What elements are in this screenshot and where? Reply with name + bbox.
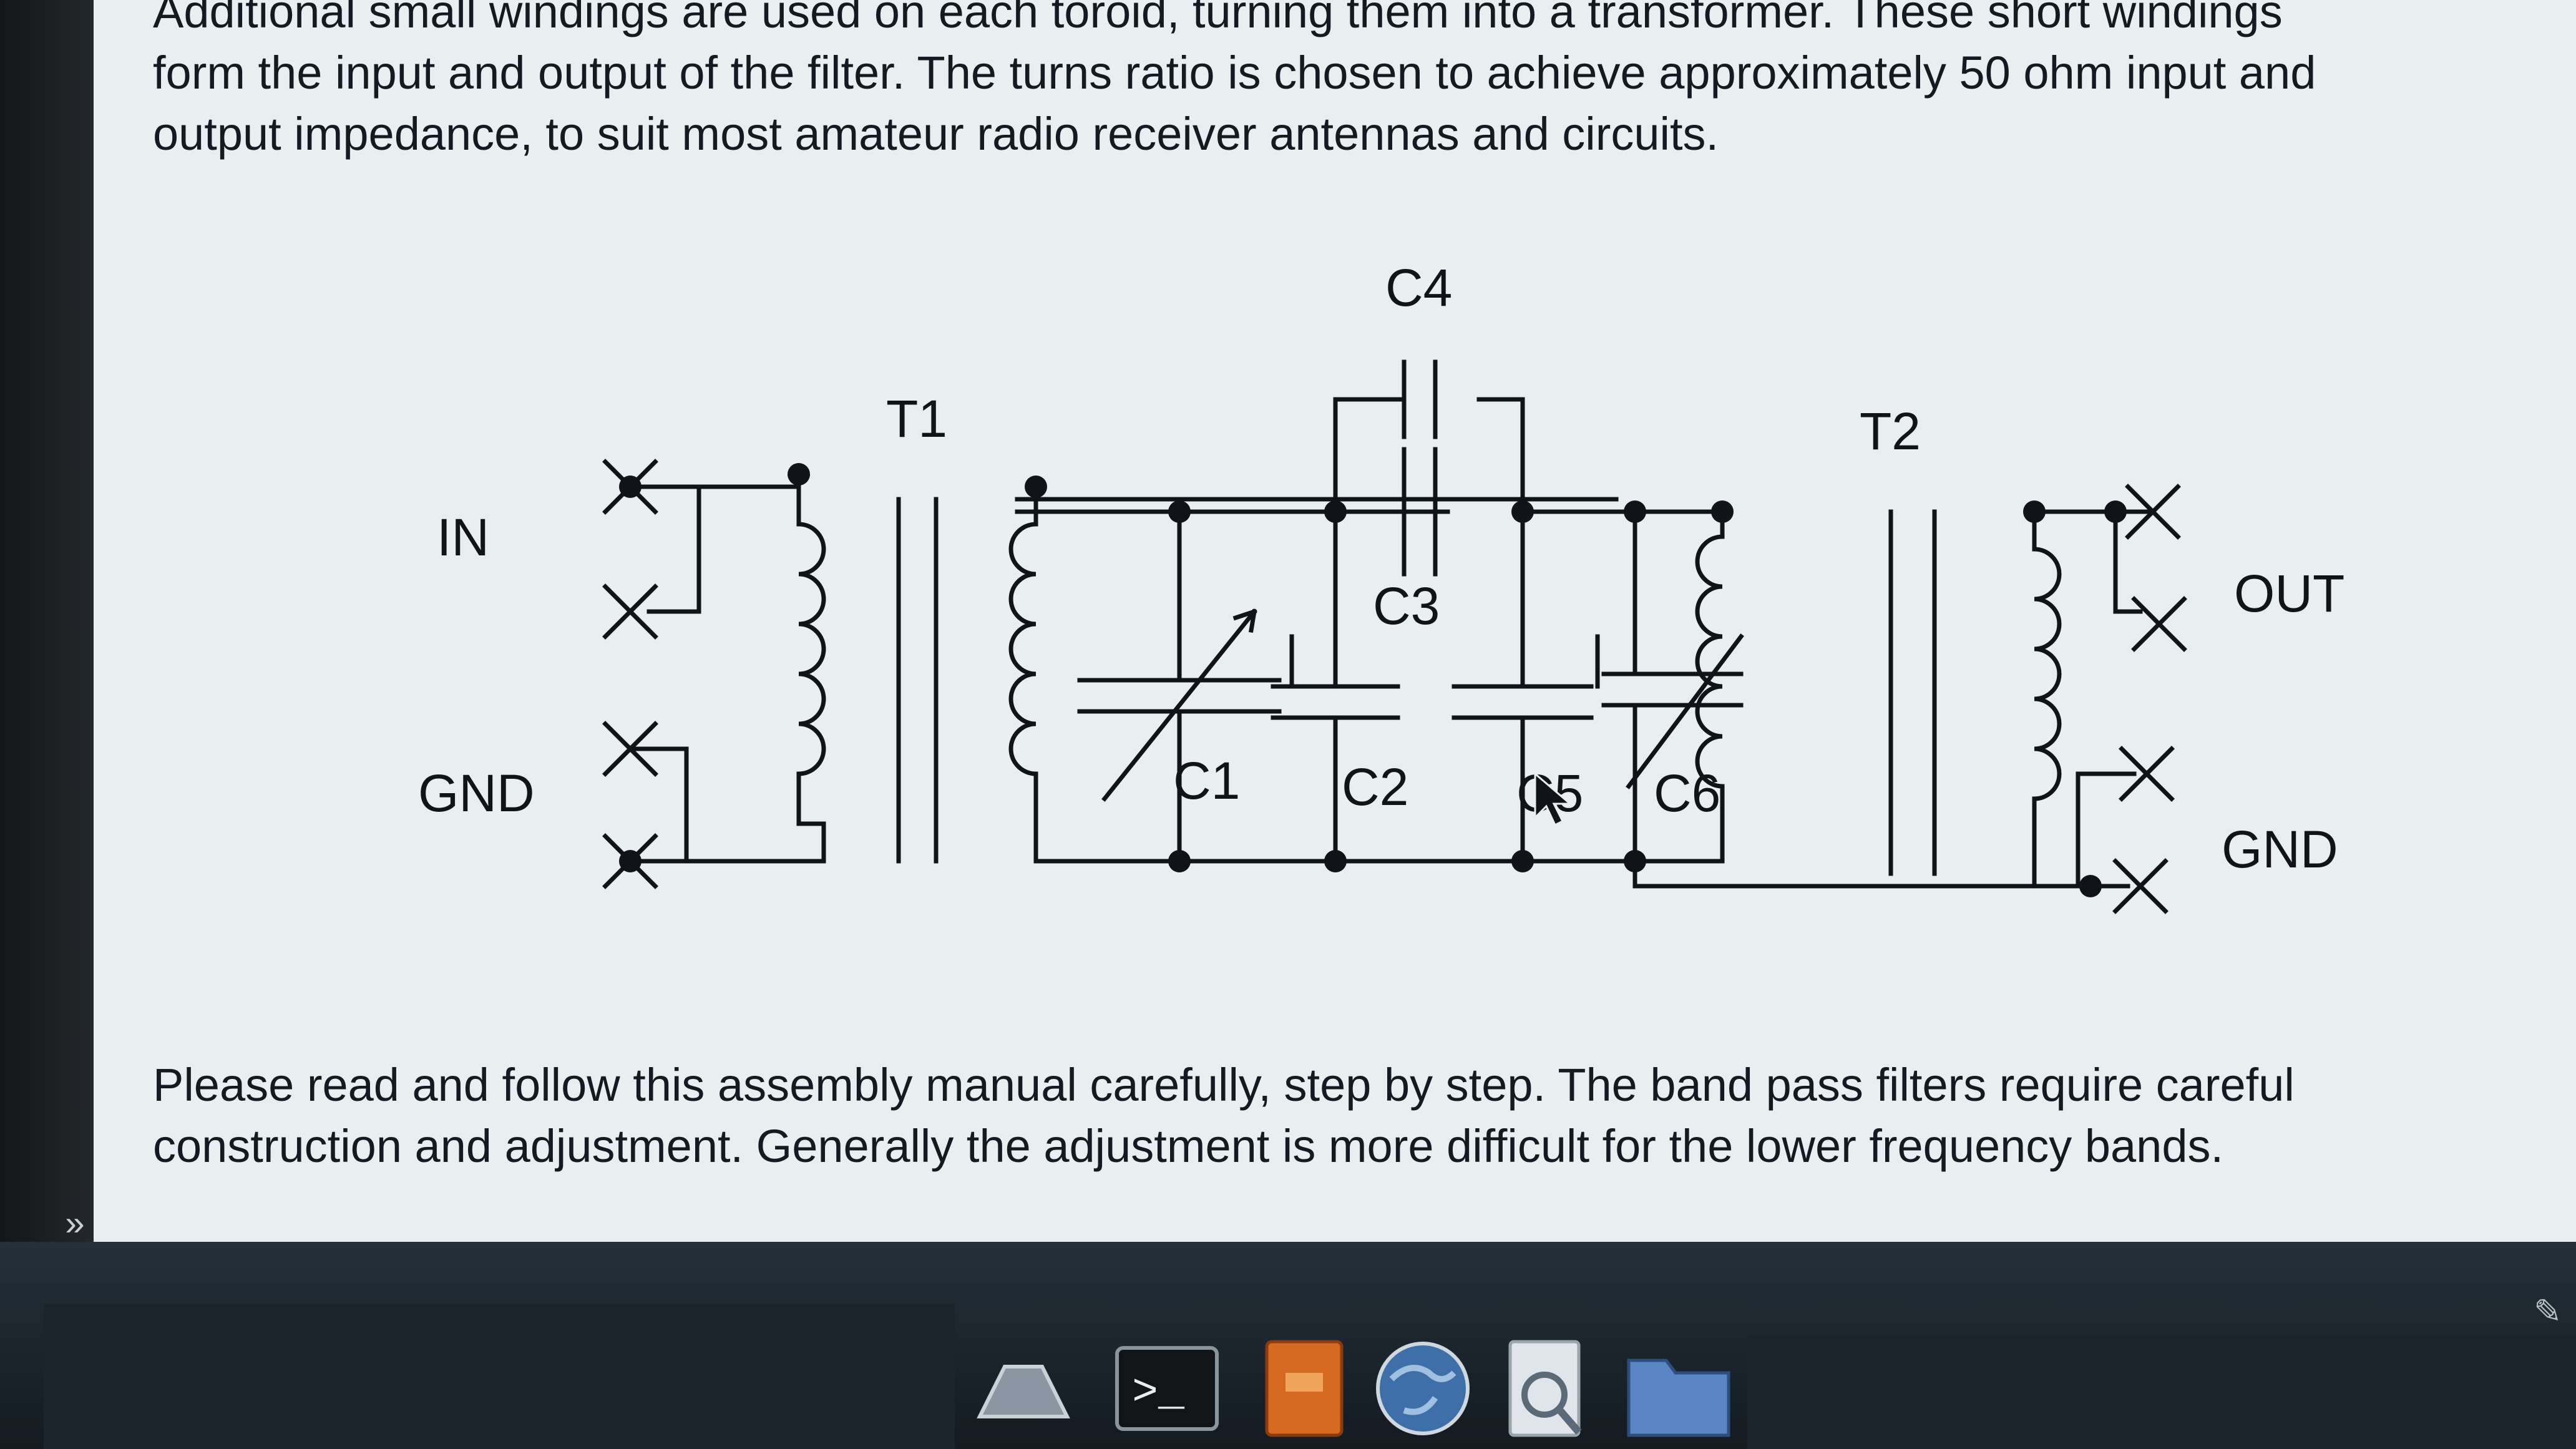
label-c4: C4 bbox=[1385, 258, 1452, 317]
label-t1: T1 bbox=[886, 389, 947, 448]
show-desktop-icon[interactable] bbox=[967, 1335, 1080, 1442]
taskbar: >_ bbox=[0, 1242, 2576, 1449]
search-icon[interactable] bbox=[1491, 1335, 1604, 1442]
svg-text:>_: >_ bbox=[1132, 1368, 1185, 1418]
paragraph-line: Please read and follow this assembly man… bbox=[153, 1059, 2295, 1111]
taskbar-right-panel bbox=[1747, 1335, 2576, 1449]
terminal-marker bbox=[602, 459, 658, 889]
label-c1: C1 bbox=[1173, 751, 1240, 810]
intro-paragraph: Additional small windings are used on ea… bbox=[153, 0, 2316, 165]
mouse-pointer-icon bbox=[1534, 771, 1573, 827]
label-in: IN bbox=[437, 508, 489, 567]
settings-wrench-icon[interactable]: ✎ bbox=[2534, 1293, 2562, 1330]
document-page[interactable]: Additional small windings are used on ea… bbox=[94, 0, 2576, 1242]
paragraph-line: Additional small windings are used on ea… bbox=[153, 0, 2283, 37]
label-c3: C3 bbox=[1373, 577, 1440, 635]
band-pass-filter-schematic: IN GND OUT GND T1 T2 C1 C2 C3 C4 C5 C6 bbox=[418, 258, 2344, 914]
label-gnd-right: GND bbox=[2222, 820, 2338, 879]
taskbar-left-panel bbox=[44, 1304, 955, 1449]
file-manager-icon[interactable] bbox=[1622, 1335, 1735, 1442]
label-c2: C2 bbox=[1342, 758, 1408, 816]
archive-manager-icon[interactable] bbox=[1248, 1335, 1360, 1442]
label-gnd-left: GND bbox=[418, 764, 535, 822]
terminal-marker bbox=[2112, 484, 2187, 914]
terminal-icon[interactable]: >_ bbox=[1111, 1335, 1223, 1442]
web-browser-icon[interactable] bbox=[1367, 1335, 1479, 1442]
paragraph-line: construction and adjustment. Generally t… bbox=[153, 1120, 2224, 1172]
label-c6: C6 bbox=[1654, 764, 1720, 822]
assembly-note-paragraph: Please read and follow this assembly man… bbox=[153, 1055, 2295, 1177]
paragraph-line: output impedance, to suit most amateur r… bbox=[153, 108, 1719, 160]
label-out: OUT bbox=[2234, 564, 2344, 623]
side-panel-expander-icon[interactable]: » bbox=[65, 1203, 85, 1242]
monitor-bezel bbox=[0, 0, 94, 1449]
paragraph-line: form the input and output of the filter.… bbox=[153, 47, 2316, 99]
label-t2: T2 bbox=[1860, 402, 1921, 461]
